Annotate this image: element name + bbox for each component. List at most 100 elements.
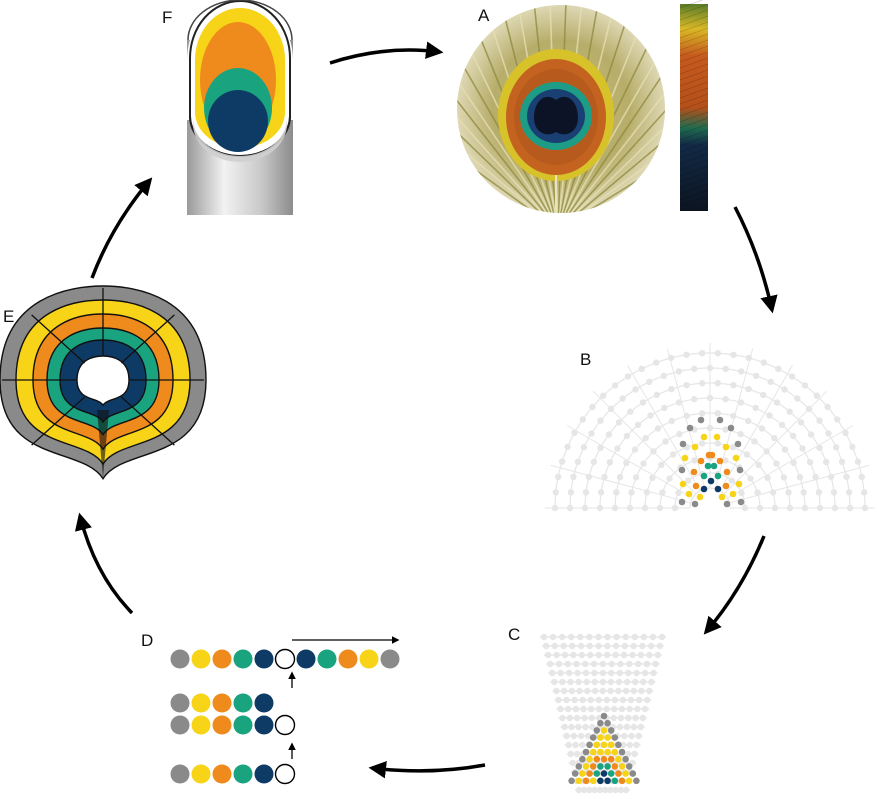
sector-dot — [568, 687, 575, 695]
pattern-dot-211 — [685, 490, 693, 498]
sector-dot — [652, 660, 659, 668]
lattice-dot-150 — [555, 473, 562, 480]
lattice-dot-75 — [623, 432, 631, 440]
sector-dot — [551, 642, 558, 650]
panel-a-barb-closeup-strip — [679, 0, 709, 211]
sector-dot — [557, 669, 564, 677]
triangle-dot — [629, 770, 637, 777]
panel-a-feather-photo — [457, 5, 665, 213]
triangle-dot — [593, 741, 601, 749]
sector-dot — [575, 678, 582, 686]
sector-dot — [637, 723, 644, 731]
triangle-dot — [597, 734, 604, 741]
lattice-dot-96 — [590, 458, 597, 466]
lattice-dot-20 — [643, 489, 651, 496]
sector-dot — [575, 786, 583, 794]
pattern-dot-218 — [723, 500, 731, 508]
lattice-dot-16 — [747, 475, 754, 482]
sector-dot — [565, 669, 573, 677]
sector-dot — [595, 633, 602, 641]
pattern-dot-184 — [700, 433, 708, 441]
lattice-dot-45 — [763, 448, 770, 455]
lattice-dot-12 — [691, 457, 698, 464]
lattice-dot-108 — [745, 385, 752, 393]
triangle-dot — [600, 712, 608, 720]
lattice-dot-88 — [799, 445, 806, 452]
triangle-dot — [611, 748, 619, 756]
sector-dot — [599, 687, 606, 695]
panel-b-label: B — [580, 350, 591, 369]
lattice-dot-123 — [580, 444, 588, 451]
sector-dot — [568, 723, 575, 731]
lattice-dot-143 — [832, 444, 840, 451]
triangle-dot — [589, 777, 597, 785]
pattern-dot-199 — [736, 466, 744, 474]
sector-dot — [622, 786, 630, 794]
lattice-dot-49 — [786, 504, 794, 512]
sector-dot — [569, 642, 576, 650]
triangle-dot — [582, 748, 590, 756]
triangle-dot — [600, 741, 608, 749]
sector-dot — [612, 651, 619, 659]
triangle-dot — [622, 755, 629, 763]
lattice-dot-142 — [825, 430, 832, 437]
eyespot-core — [534, 96, 578, 135]
sector-dot — [586, 633, 593, 641]
lattice-dot-82 — [722, 395, 729, 403]
pattern-dot-197 — [710, 462, 718, 470]
sector-dot — [619, 696, 627, 704]
lattice-dot-72 — [601, 473, 608, 481]
sector-dot — [582, 669, 590, 677]
sector-dot — [622, 633, 629, 641]
gray-circle — [380, 649, 400, 669]
lattice-dot-91 — [815, 489, 823, 496]
sector-dot — [604, 633, 611, 641]
lattice-dot-176 — [854, 458, 862, 465]
sector-dot — [615, 678, 623, 686]
sector-dot — [603, 705, 610, 713]
sector-dot — [559, 633, 566, 641]
green-circle — [233, 715, 253, 735]
lattice-dot-48 — [785, 489, 792, 496]
sector-dot — [640, 633, 647, 641]
lattice-dot-175 — [849, 443, 856, 451]
tube-navy-core — [208, 90, 268, 152]
sector-dot — [565, 741, 572, 749]
pattern-dot-198 — [678, 466, 686, 474]
arrow-e-to-f — [90, 177, 153, 279]
triangle-dot — [611, 734, 619, 741]
sector-dot — [551, 678, 558, 686]
sector-dot — [591, 678, 598, 686]
lattice-dot-100 — [627, 408, 634, 415]
sector-dot — [596, 786, 604, 794]
panel-d-label: D — [141, 631, 153, 650]
sector-divider — [120, 314, 175, 364]
lattice-dot-64 — [771, 434, 778, 442]
sector-dot — [549, 633, 557, 641]
sector-dot — [617, 714, 625, 722]
pattern-dot-180 — [697, 416, 705, 424]
lattice-dot-65 — [781, 446, 789, 453]
triangle-dot — [597, 763, 604, 770]
lattice-dot-152 — [564, 443, 571, 451]
triangle-dot — [575, 777, 583, 785]
lattice-dot-85 — [766, 412, 773, 419]
panel-c-label: C — [508, 625, 520, 644]
lattice-dot-177 — [858, 473, 865, 480]
sector-dot — [607, 786, 614, 794]
triangle-dot — [604, 719, 611, 727]
lattice-dot-78 — [661, 404, 668, 412]
sector-dot — [638, 687, 645, 695]
pattern-dot-214 — [718, 493, 726, 501]
triangle-dot — [586, 770, 593, 777]
sector-dot — [623, 723, 631, 731]
lattice-dot-141 — [816, 417, 823, 424]
sector-dot — [610, 714, 617, 722]
lattice-dot-112 — [797, 419, 805, 426]
arrow-d-to-e — [74, 512, 134, 615]
sector-dot — [630, 723, 638, 731]
sector-dot — [588, 714, 595, 722]
lattice-dot-166 — [745, 354, 753, 362]
sector-dot — [599, 669, 607, 677]
